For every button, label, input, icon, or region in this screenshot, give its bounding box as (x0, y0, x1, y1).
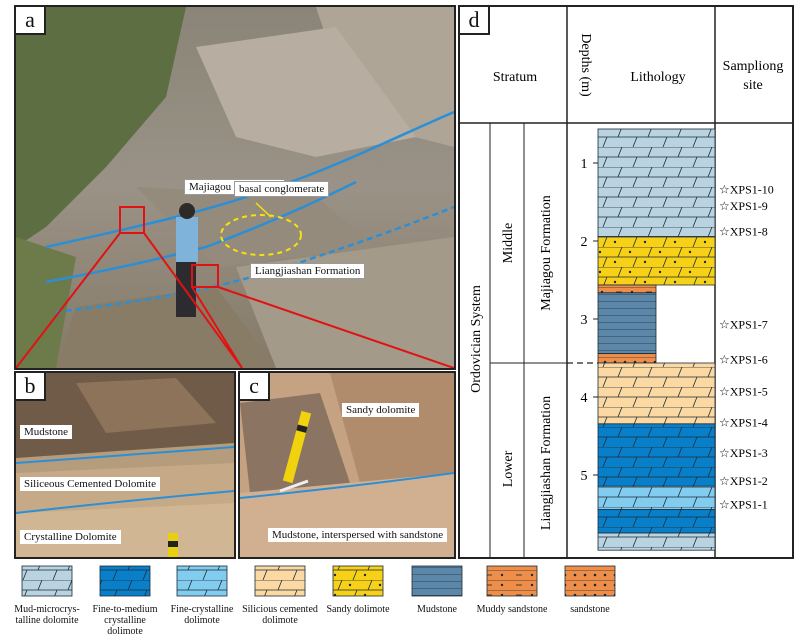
header-sampling-1: Sampliong (723, 59, 784, 74)
legend-pattern-fine_med (99, 565, 151, 597)
legend-pattern-mud_micro (21, 565, 73, 597)
sample-label: ☆XPS1-7 (719, 317, 768, 331)
photo-panel-a: a Majiagou Formation basal conglomerate … (14, 5, 456, 370)
legend-pattern-fine_cry (176, 565, 228, 597)
legend-label-siliceous: Silicious cemented dolimote (242, 604, 318, 626)
legend-label-mudstone: Mudstone (417, 604, 457, 615)
legend-pattern-sandstone (564, 565, 616, 597)
panel-label-d: d (460, 7, 490, 35)
panel-label-c: c (240, 373, 270, 401)
system-label: Ordovician System (469, 285, 484, 393)
outcrop-photo-a (16, 7, 454, 368)
panel-label-a: a (16, 7, 46, 35)
legend-label-sandstone: sandstone (570, 604, 610, 615)
litho-pattern-muddy_ss (597, 284, 657, 294)
header-sampling-2: site (743, 78, 762, 93)
series-lower: Lower (501, 450, 516, 487)
tag-crystalline-dolomite: Crystalline Dolomite (20, 530, 121, 544)
sample-label: ☆XPS1-6 (719, 353, 768, 367)
sample-label: ☆XPS1-10 (719, 183, 774, 197)
legend-pattern-siliceous (254, 565, 306, 597)
stratigraphic-column-panel-d: d (458, 5, 794, 559)
litho-pattern-siliceous (597, 362, 716, 425)
depth-tick-label: 3 (581, 313, 588, 328)
sample-label: ☆XPS1-2 (719, 474, 768, 488)
series-middle: Middle (501, 223, 516, 263)
photo-panel-c: c Sandy dolomite Mudstone, interspersed … (238, 371, 456, 559)
legend-label-fine_cry: Fine-crystalline dolimote (170, 604, 234, 626)
stratigraphic-column: 1 2 3 4 5 ☆XPS1-10 ☆XPS1-9 ☆XPS1-8 ☆XPS1-7 ☆XPS1… (460, 7, 792, 557)
lithology-legend: Mud-microcrys-talline dolomite Fine-to-me… (0, 560, 802, 641)
litho-pattern-sandstone (597, 353, 657, 364)
depth-tick-label: 2 (581, 235, 588, 250)
sample-label: ☆XPS1-3 (719, 446, 768, 460)
litho-pattern-sandy_dol (597, 236, 716, 286)
litho-pattern-mud_micro (597, 128, 716, 238)
sample-label: ☆XPS1-8 (719, 225, 768, 239)
tag-mudstone: Mudstone (20, 425, 72, 439)
depth-tick-label: 5 (581, 469, 588, 484)
sample-label: ☆XPS1-1 (719, 498, 768, 512)
sample-label: ☆XPS1-5 (719, 385, 768, 399)
legend-label-fine_med: Fine-to-medium crystalline dolimote (92, 604, 158, 637)
depth-tick-label: 4 (581, 391, 588, 406)
tag-mudstone-interspersed: Mudstone, interspersed with sandstone (268, 528, 448, 542)
outcrop-photo-b (16, 373, 234, 557)
litho-pattern-fine_med (597, 509, 716, 534)
litho-pattern-fine_cry (597, 485, 716, 511)
legend-label-sandy_dol: Sandy dolimote (326, 604, 390, 615)
tag-siliceous-cemented-dolomite: Siliceous Cemented Dolomite (20, 477, 160, 491)
legend-label-mud_micro: Mud-microcrys-talline dolomite (14, 604, 80, 626)
legend-pattern-muddy_ss (486, 565, 538, 597)
photo-panel-b: b Mudstone Siliceous Cemented Dolomite C… (14, 371, 236, 559)
header-depths: Depths (m) (578, 33, 593, 97)
panel-label-b: b (16, 373, 46, 401)
header-stratum: Stratum (493, 70, 537, 85)
litho-pattern-mud_micro (597, 532, 716, 551)
sample-label: ☆XPS1-4 (719, 416, 768, 430)
depth-tick-label: 1 (581, 157, 588, 172)
litho-pattern-mudstone (597, 292, 657, 355)
legend-label-muddy_ss: Muddy sandstone (476, 604, 548, 615)
header-lithology: Lithology (630, 70, 685, 85)
tag-sandy-dolomite: Sandy dolomite (342, 403, 420, 417)
formation-majiagou: Majiagou Formation (539, 195, 554, 311)
legend-pattern-mudstone (411, 565, 463, 597)
tag-basal-conglomerate: basal conglomerate (234, 181, 330, 197)
sample-label: ☆XPS1-9 (719, 199, 768, 213)
legend-pattern-sandy_dol (332, 565, 384, 597)
formation-liangjiashan: Liangjiashan Formation (539, 396, 554, 530)
tag-liangjiashan-formation: Liangjiashan Formation (250, 263, 366, 279)
litho-pattern-fine_med (597, 423, 716, 487)
